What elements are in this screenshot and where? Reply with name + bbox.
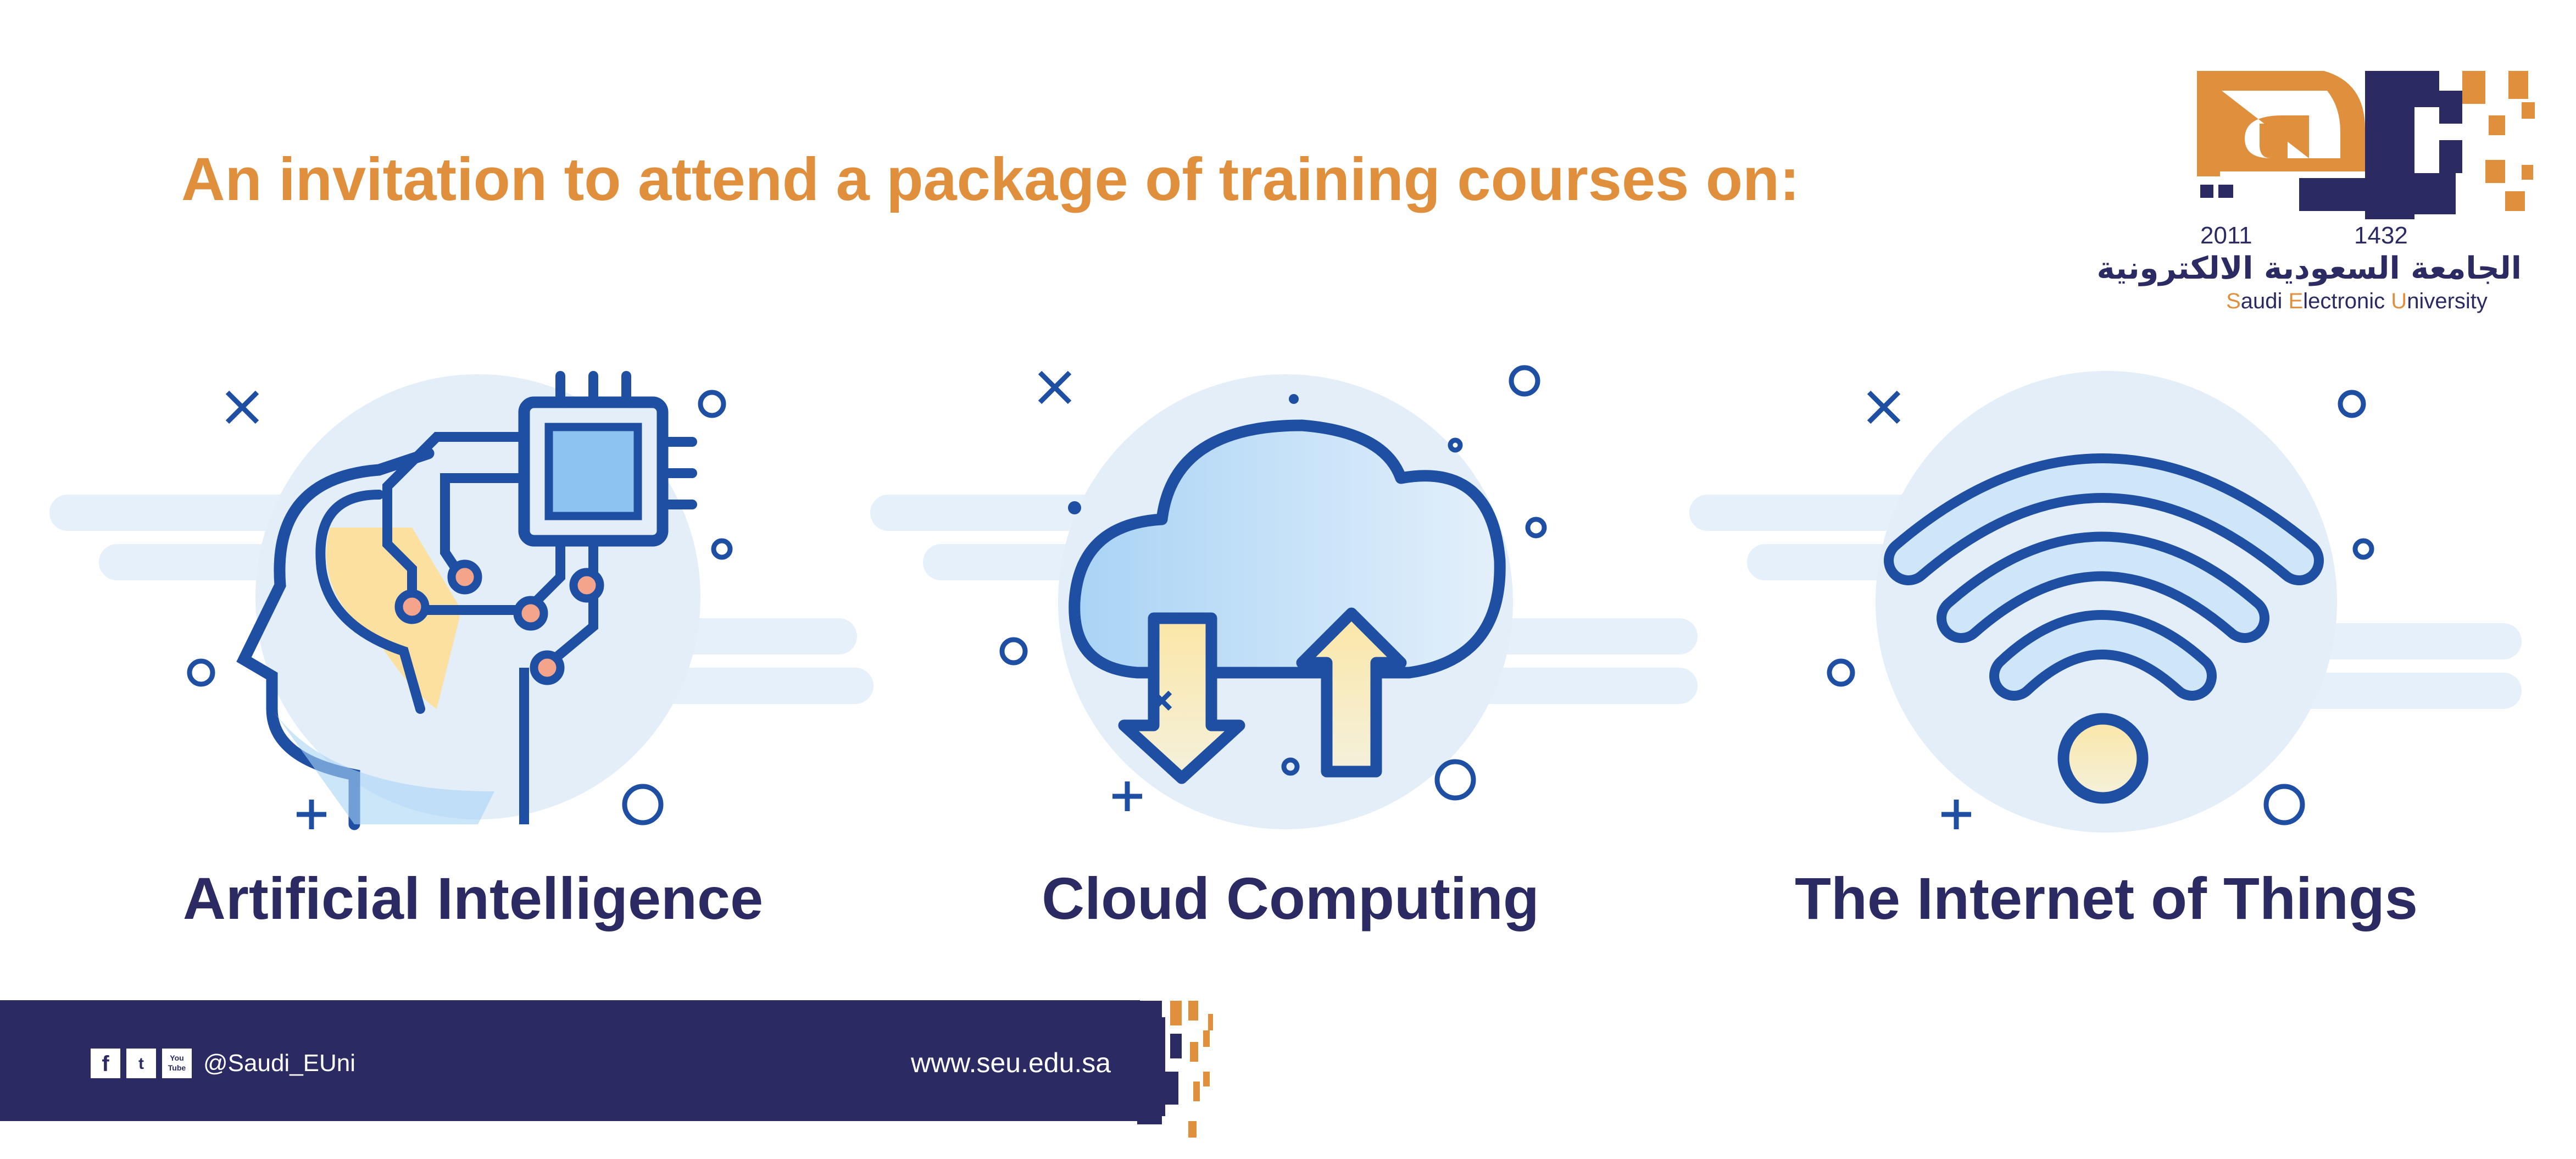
cloud-transfer-icon [999, 365, 1547, 829]
youtube-icon[interactable]: You Tube [162, 1049, 192, 1078]
twitter-icon[interactable]: t [126, 1049, 156, 1078]
logo-word: audi [2240, 289, 2289, 313]
logo-letter-s: S [2226, 289, 2241, 313]
social-handle[interactable]: @Saudi_EUni [203, 1050, 356, 1077]
logo-letter-e: E [2288, 289, 2304, 313]
footer-pixel-pattern [1122, 1001, 1213, 1138]
wifi-icon [1827, 371, 2374, 833]
ai-head-chip-icon [187, 371, 733, 830]
logo-letter-u: U [2391, 289, 2407, 313]
website-link[interactable]: www.seu.edu.sa [911, 1047, 1111, 1078]
logo-word: niversity [2407, 289, 2488, 313]
logo-name-english: Saudi Electronic University [2192, 289, 2522, 313]
topic-cloud-computing: Cloud Computing [1042, 865, 1539, 931]
logo-name-arabic: الجامعة السعودية الالكترونية [2096, 251, 2522, 286]
logo-year-hijri: 1432 [2354, 222, 2408, 249]
seu-logo-mark [2197, 71, 2535, 219]
logo-year-gregorian: 2011 [2200, 222, 2252, 249]
topic-internet-of-things: The Internet of Things [1795, 865, 2418, 931]
facebook-icon[interactable]: f [91, 1049, 120, 1078]
page-title: An invitation to attend a package of tra… [181, 146, 1800, 213]
logo-word: lectronic [2303, 289, 2391, 313]
topic-artificial-intelligence: Artificial Intelligence [182, 865, 764, 931]
